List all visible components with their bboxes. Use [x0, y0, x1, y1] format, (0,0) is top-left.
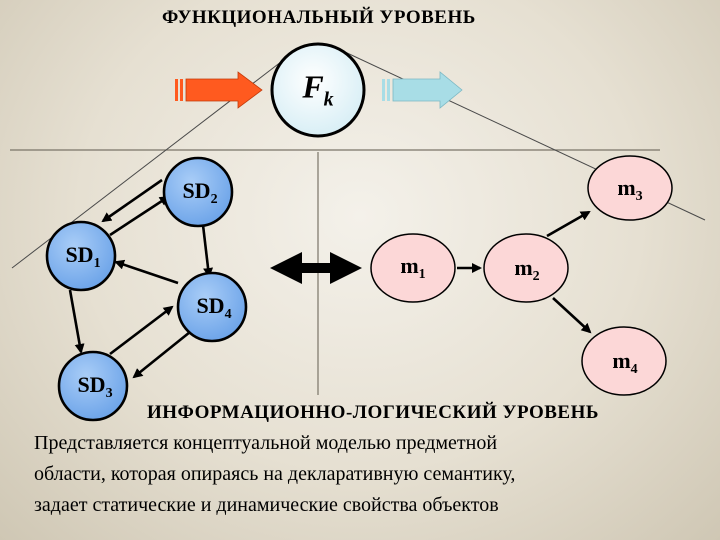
m4-main: m [612, 348, 631, 373]
edge-m2-m3 [546, 210, 591, 238]
m3-main: m [617, 175, 636, 200]
sd3-main: SD [77, 372, 106, 397]
description-line-2: области, которая опираясь на декларативн… [34, 463, 516, 485]
function-node [270, 42, 366, 138]
sd1-main: SD [65, 242, 94, 267]
sd4-label: SD4 [196, 293, 231, 323]
description-text: Представляется концептуальной моделью пр… [34, 428, 694, 521]
m3-node [587, 155, 673, 221]
function-node-label: Fk [302, 69, 333, 112]
sd4-sub: 4 [224, 307, 232, 322]
sd2-node [162, 156, 234, 228]
sd2-label: SD2 [182, 178, 217, 208]
m1-label: m1 [400, 253, 425, 283]
sd1-node [45, 220, 117, 292]
m3-sub: 3 [635, 189, 643, 204]
edge-sd1-sd2 [109, 195, 170, 237]
m2-sub: 2 [532, 269, 540, 284]
sd3-label: SD3 [77, 372, 112, 402]
sd1-sub: 1 [93, 256, 101, 271]
functional-level-title: ФУНКЦИОНАЛЬНЫЙ УРОВЕНЬ [162, 7, 476, 28]
output-arrow [382, 71, 463, 109]
m1-node [370, 233, 456, 303]
description-line-3: задает статические и динамические свойст… [34, 494, 499, 516]
edge-m2-m4 [552, 297, 592, 334]
m3-label: m3 [617, 175, 642, 205]
m1-main: m [400, 253, 419, 278]
sd3-sub: 3 [105, 386, 113, 401]
sd2-main: SD [182, 178, 211, 203]
bidirectional-arrow [270, 252, 362, 284]
info-logical-level-title: ИНФОРМАЦИОННО-ЛОГИЧЕСКИЙ УРОВЕНЬ [147, 402, 599, 423]
edge-sd4-sd3 [132, 330, 191, 379]
m1-sub: 1 [418, 267, 426, 282]
edge-sd3-sd4 [109, 305, 174, 356]
input-arrow [175, 71, 263, 109]
sd3-node [57, 350, 129, 422]
sd4-main: SD [196, 293, 225, 318]
function-node-main: F [302, 68, 324, 105]
sd1-label: SD1 [65, 242, 100, 272]
sd4-node [176, 271, 248, 343]
edge-sd1-sd3 [68, 289, 85, 354]
description-line-1: Представляется концептуальной моделью пр… [34, 432, 498, 454]
edge-sd4-sd1 [114, 259, 179, 285]
sd2-sub: 2 [210, 192, 218, 207]
m2-label: m2 [514, 255, 539, 285]
m4-node [581, 326, 667, 396]
function-node-sub: k [323, 88, 334, 111]
m4-label: m4 [612, 348, 637, 378]
edge-sd2-sd4 [201, 224, 214, 278]
m4-sub: 4 [630, 362, 638, 377]
edge-sd2-sd1 [101, 178, 163, 223]
m2-node [483, 233, 569, 303]
m2-main: m [514, 255, 533, 280]
